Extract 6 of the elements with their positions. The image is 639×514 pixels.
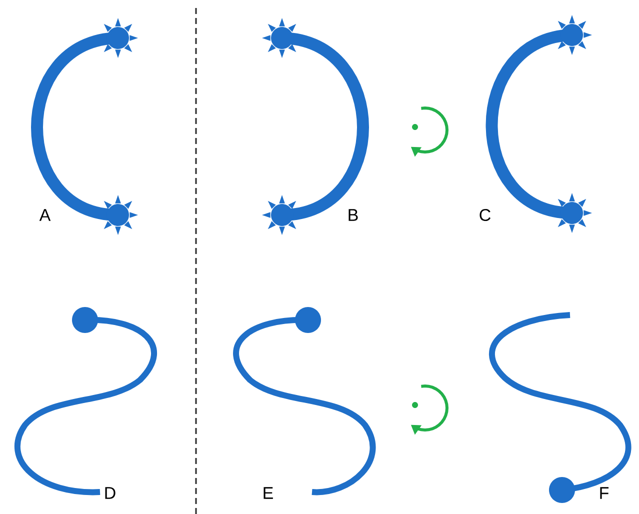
panel-letter: A — [39, 209, 51, 221]
panel-letter: C — [480, 208, 490, 222]
panel-letter: B — [348, 209, 358, 221]
panel-letter: E — [264, 487, 273, 499]
panel-letter: F — [600, 487, 609, 499]
panel-letter: D — [105, 487, 116, 499]
